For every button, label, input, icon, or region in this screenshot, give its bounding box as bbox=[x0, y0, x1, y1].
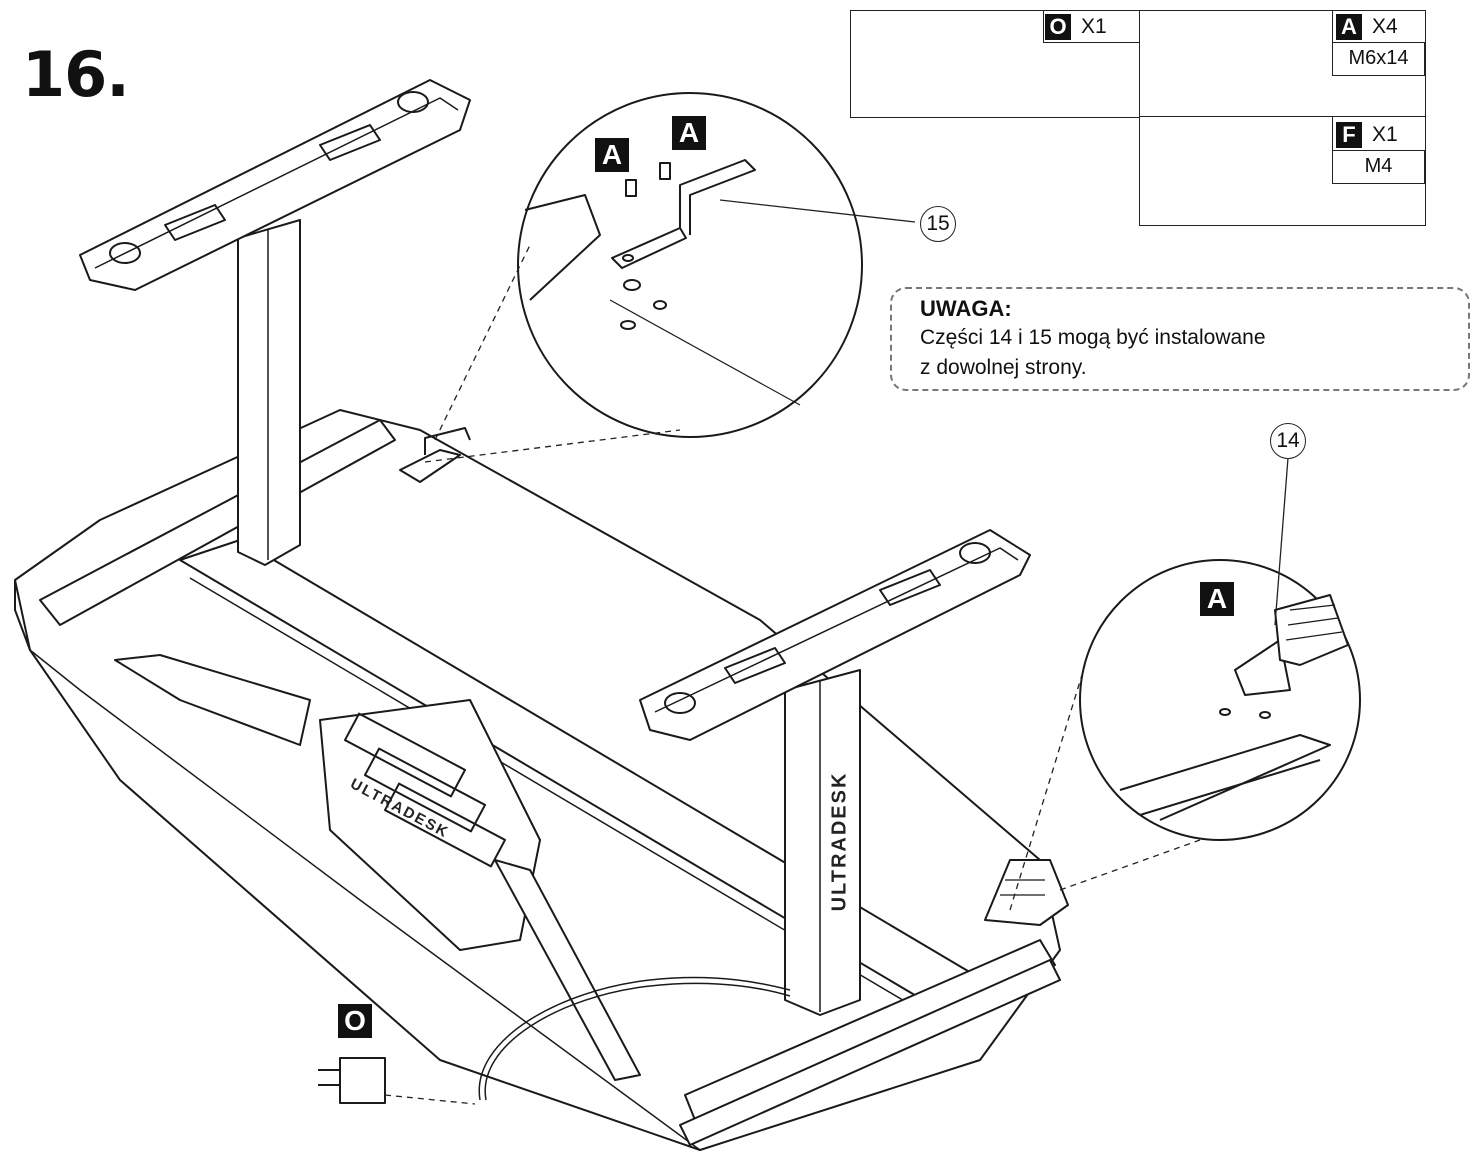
bracket-15-small bbox=[399, 449, 461, 483]
parts-table: O X1 A X4 M6x14 F X1 M4 bbox=[850, 10, 1426, 226]
parts-cell-f: F X1 M4 bbox=[1139, 116, 1426, 226]
label-a-screw-1: A bbox=[595, 138, 629, 172]
adapter-plug bbox=[339, 1057, 386, 1104]
leader-bracket bbox=[424, 429, 681, 463]
left-leg-column bbox=[237, 219, 301, 566]
callout-14-leader bbox=[1274, 457, 1289, 626]
part-f-size: M4 bbox=[1332, 150, 1425, 184]
parts-cell-o: O X1 bbox=[850, 10, 1141, 118]
left-foot bbox=[79, 79, 471, 291]
part-f-count: X1 bbox=[1372, 123, 1398, 146]
step-number: 16. bbox=[22, 38, 130, 111]
label-a-screw-2: A bbox=[672, 116, 706, 150]
callout-15: 15 bbox=[920, 206, 956, 242]
part-f-letter: F bbox=[1336, 122, 1362, 148]
front-rail bbox=[684, 939, 1056, 1121]
left-diagonal-brace bbox=[114, 654, 311, 746]
brand-text-leg: ULTRADESK bbox=[828, 771, 851, 912]
part-f-tag: F X1 bbox=[1336, 122, 1408, 148]
right-foot bbox=[639, 529, 1031, 741]
part-a-count: X4 bbox=[1372, 15, 1398, 38]
note-line-2: z dowolnej strony. bbox=[920, 356, 1087, 379]
part-o-tag: O X1 bbox=[1045, 14, 1117, 40]
leader-foot bbox=[1059, 839, 1201, 891]
foot-cover-14-small bbox=[984, 859, 1069, 926]
right-diagonal-brace bbox=[494, 859, 641, 1081]
part-o-count: X1 bbox=[1081, 15, 1107, 38]
warning-note: UWAGA: Części 14 i 15 mogą być instalowa… bbox=[890, 287, 1470, 391]
note-title: UWAGA: bbox=[920, 296, 1012, 321]
part-o-letter: O bbox=[1045, 14, 1071, 40]
right-leg-column bbox=[784, 669, 861, 1016]
center-brand-panel bbox=[319, 699, 541, 951]
part-a-letter: A bbox=[1336, 14, 1362, 40]
part-a-size: M6x14 bbox=[1332, 42, 1425, 76]
callout-15-leader bbox=[719, 199, 916, 223]
power-cable bbox=[478, 976, 791, 1101]
label-a-screw-3: A bbox=[1200, 582, 1234, 616]
callout-14: 14 bbox=[1270, 423, 1306, 459]
zoom-circle-bracket bbox=[517, 92, 863, 438]
parts-cell-a: A X4 M6x14 bbox=[1139, 10, 1426, 118]
note-line-1: Części 14 i 15 mogą być instalowane bbox=[920, 326, 1266, 349]
label-o-adapter: O bbox=[338, 1004, 372, 1038]
part-a-tag: A X4 bbox=[1336, 14, 1408, 40]
leader-adapter bbox=[384, 1094, 476, 1105]
